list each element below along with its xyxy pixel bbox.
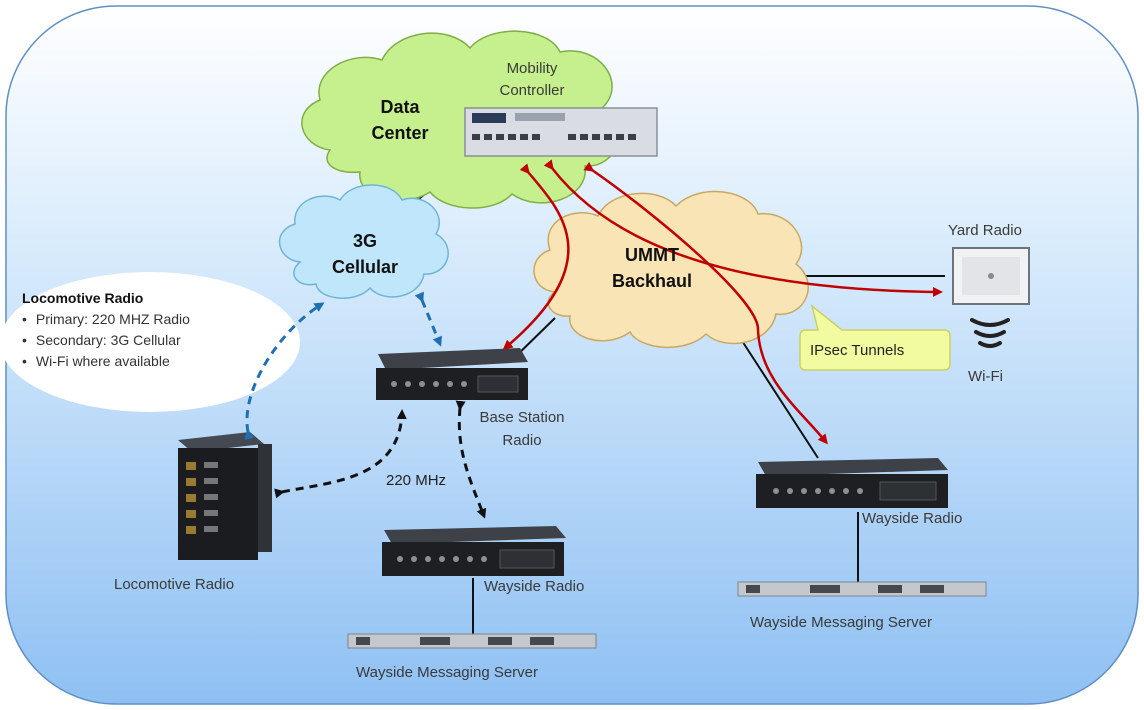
base-station-label-line1: Base Station xyxy=(479,409,565,426)
yard-radio-label: Yard Radio xyxy=(948,222,1022,239)
freq-220-label: 220 MHz xyxy=(386,472,447,489)
data-center-label-line1: Data xyxy=(380,97,420,117)
mobility-controller-label-line1: Mobility xyxy=(506,60,558,77)
base-station-device xyxy=(376,348,528,400)
base-station-label-line2: Radio xyxy=(502,432,542,449)
ipsec-tunnels xyxy=(502,159,943,445)
locomotive-info-item-primary: Primary: 220 MHZ Radio xyxy=(22,309,272,330)
cellular-label: 3G Cellular xyxy=(320,228,410,280)
wifi-label: Wi-Fi xyxy=(968,368,1003,385)
wms-right-label: Wayside Messaging Server xyxy=(750,614,933,631)
mobility-controller-device xyxy=(464,107,658,157)
yard-radio-device xyxy=(952,247,1030,305)
locomotive-radio-label: Locomotive Radio xyxy=(114,576,235,593)
locomotive-radio-device xyxy=(178,432,272,560)
cellular-cloud xyxy=(278,184,449,299)
backhaul-label-line2: Backhaul xyxy=(611,271,693,291)
wms-right-device xyxy=(737,581,987,597)
cellular-label-line1: 3G xyxy=(352,231,377,251)
locomotive-info-list: Primary: 220 MHZ Radio Secondary: 3G Cel… xyxy=(22,309,272,372)
mobility-controller-label-line2: Controller xyxy=(499,82,565,99)
wayside-radio-right-device xyxy=(756,458,948,508)
locomotive-info: Locomotive Radio Primary: 220 MHZ Radio … xyxy=(22,290,272,372)
base-station-label: Base Station Radio xyxy=(462,406,582,452)
cellular-label-line2: Cellular xyxy=(331,257,399,277)
data-center-label-line2: Center xyxy=(371,123,429,143)
wms-left-device xyxy=(347,633,597,649)
wayside-radio-left-label: Wayside Radio xyxy=(484,578,585,595)
data-center-cloud xyxy=(301,30,620,209)
wayside-radio-left-device xyxy=(382,526,566,576)
locomotive-info-item-secondary: Secondary: 3G Cellular xyxy=(22,330,272,351)
locomotive-info-item-wifi: Wi-Fi where available xyxy=(22,351,272,372)
wms-left-label: Wayside Messaging Server xyxy=(356,664,539,681)
backhaul-label-line1: UMMT xyxy=(625,245,679,265)
radio-220-links xyxy=(274,400,487,519)
wifi-icon xyxy=(970,318,1010,348)
backhaul-label: UMMT Backhaul xyxy=(592,242,712,294)
wayside-radio-right-label: Wayside Radio xyxy=(862,510,963,527)
data-center-label: Data Center xyxy=(360,94,440,146)
ipsec-tunnels-label: IPsec Tunnels xyxy=(810,342,905,359)
mobility-controller-label: Mobility Controller xyxy=(484,58,580,102)
locomotive-info-title: Locomotive Radio xyxy=(22,290,144,306)
